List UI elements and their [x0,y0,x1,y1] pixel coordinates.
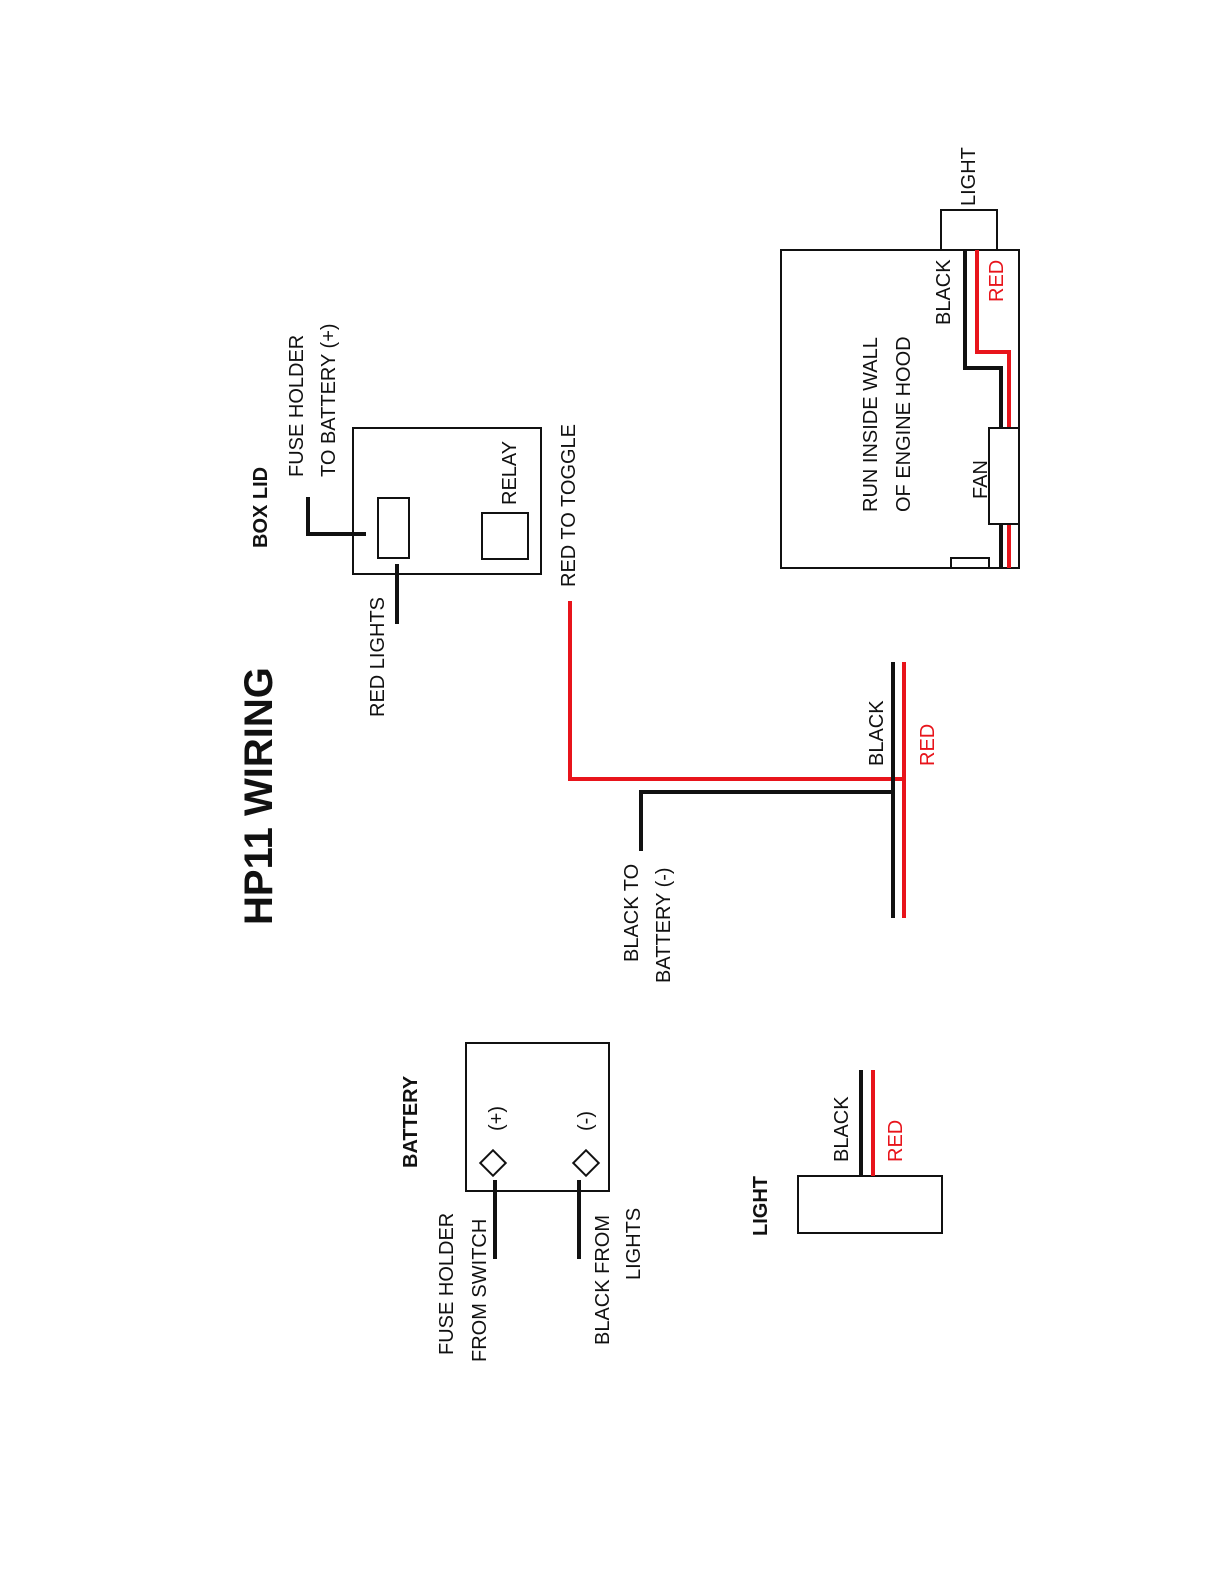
junction-red-label: RED [917,724,939,766]
red-to-toggle-label: RED TO TOGGLE [558,424,580,587]
battery-heading: BATTERY [400,1075,422,1168]
light-black-label: BLACK [831,1096,853,1162]
black-from-label: BLACK FROM [592,1215,614,1345]
to-battery-plus-label: TO BATTERY (+) [318,323,340,477]
light-red-label: RED [885,1120,907,1162]
fuse-holder-label: FUSE HOLDER [286,335,308,477]
negative-label: (-) [575,1111,597,1131]
hood-red-label: RED [986,260,1008,302]
fan-label: FAN [970,460,992,499]
light-box [798,1176,942,1233]
positive-label: (+) [486,1106,508,1131]
relay [482,513,528,559]
box-lid-section: BOX LID FUSE HOLDER TO BATTERY (+) RELAY… [250,323,580,717]
from-switch-label: FROM SWITCH [469,1219,491,1362]
hood-light-box [941,210,997,250]
fuse-holder-switch-label: FUSE HOLDER [436,1213,458,1355]
hood-label-line2: OF ENGINE HOOD [893,336,915,512]
box-lid-heading: BOX LID [250,467,272,548]
red-to-toggle-wire [570,601,903,779]
battery-section: BATTERY (+) (-) FUSE HOLDER FROM SWITCH … [400,1043,645,1362]
hood-bottom-clip [951,558,989,568]
black-to-battery-wire [641,792,893,851]
relay-label: RELAY [499,441,521,505]
fan [989,428,1019,524]
light-section: LIGHT BLACK RED [750,1070,942,1236]
black-to-label: BLACK TO [621,864,643,962]
hood-light-label: LIGHT [958,147,980,206]
hood-label-line1: RUN INSIDE WALL [860,337,882,512]
battery-minus-label: BATTERY (-) [653,867,675,983]
lights-label: LIGHTS [623,1208,645,1280]
engine-hood-section: RUN INSIDE WALL OF ENGINE HOOD LIGHT FAN… [781,147,1019,568]
light-heading: LIGHT [750,1176,772,1236]
hood-black-label: BLACK [933,259,955,325]
junction-section: BLACK RED BLACK TO BATTERY (-) [570,601,939,983]
red-lights-label: RED LIGHTS [367,597,389,717]
fuse-holder [378,498,409,558]
page-title: HP11 WIRING [237,667,281,925]
junction-black-label: BLACK [866,700,888,766]
